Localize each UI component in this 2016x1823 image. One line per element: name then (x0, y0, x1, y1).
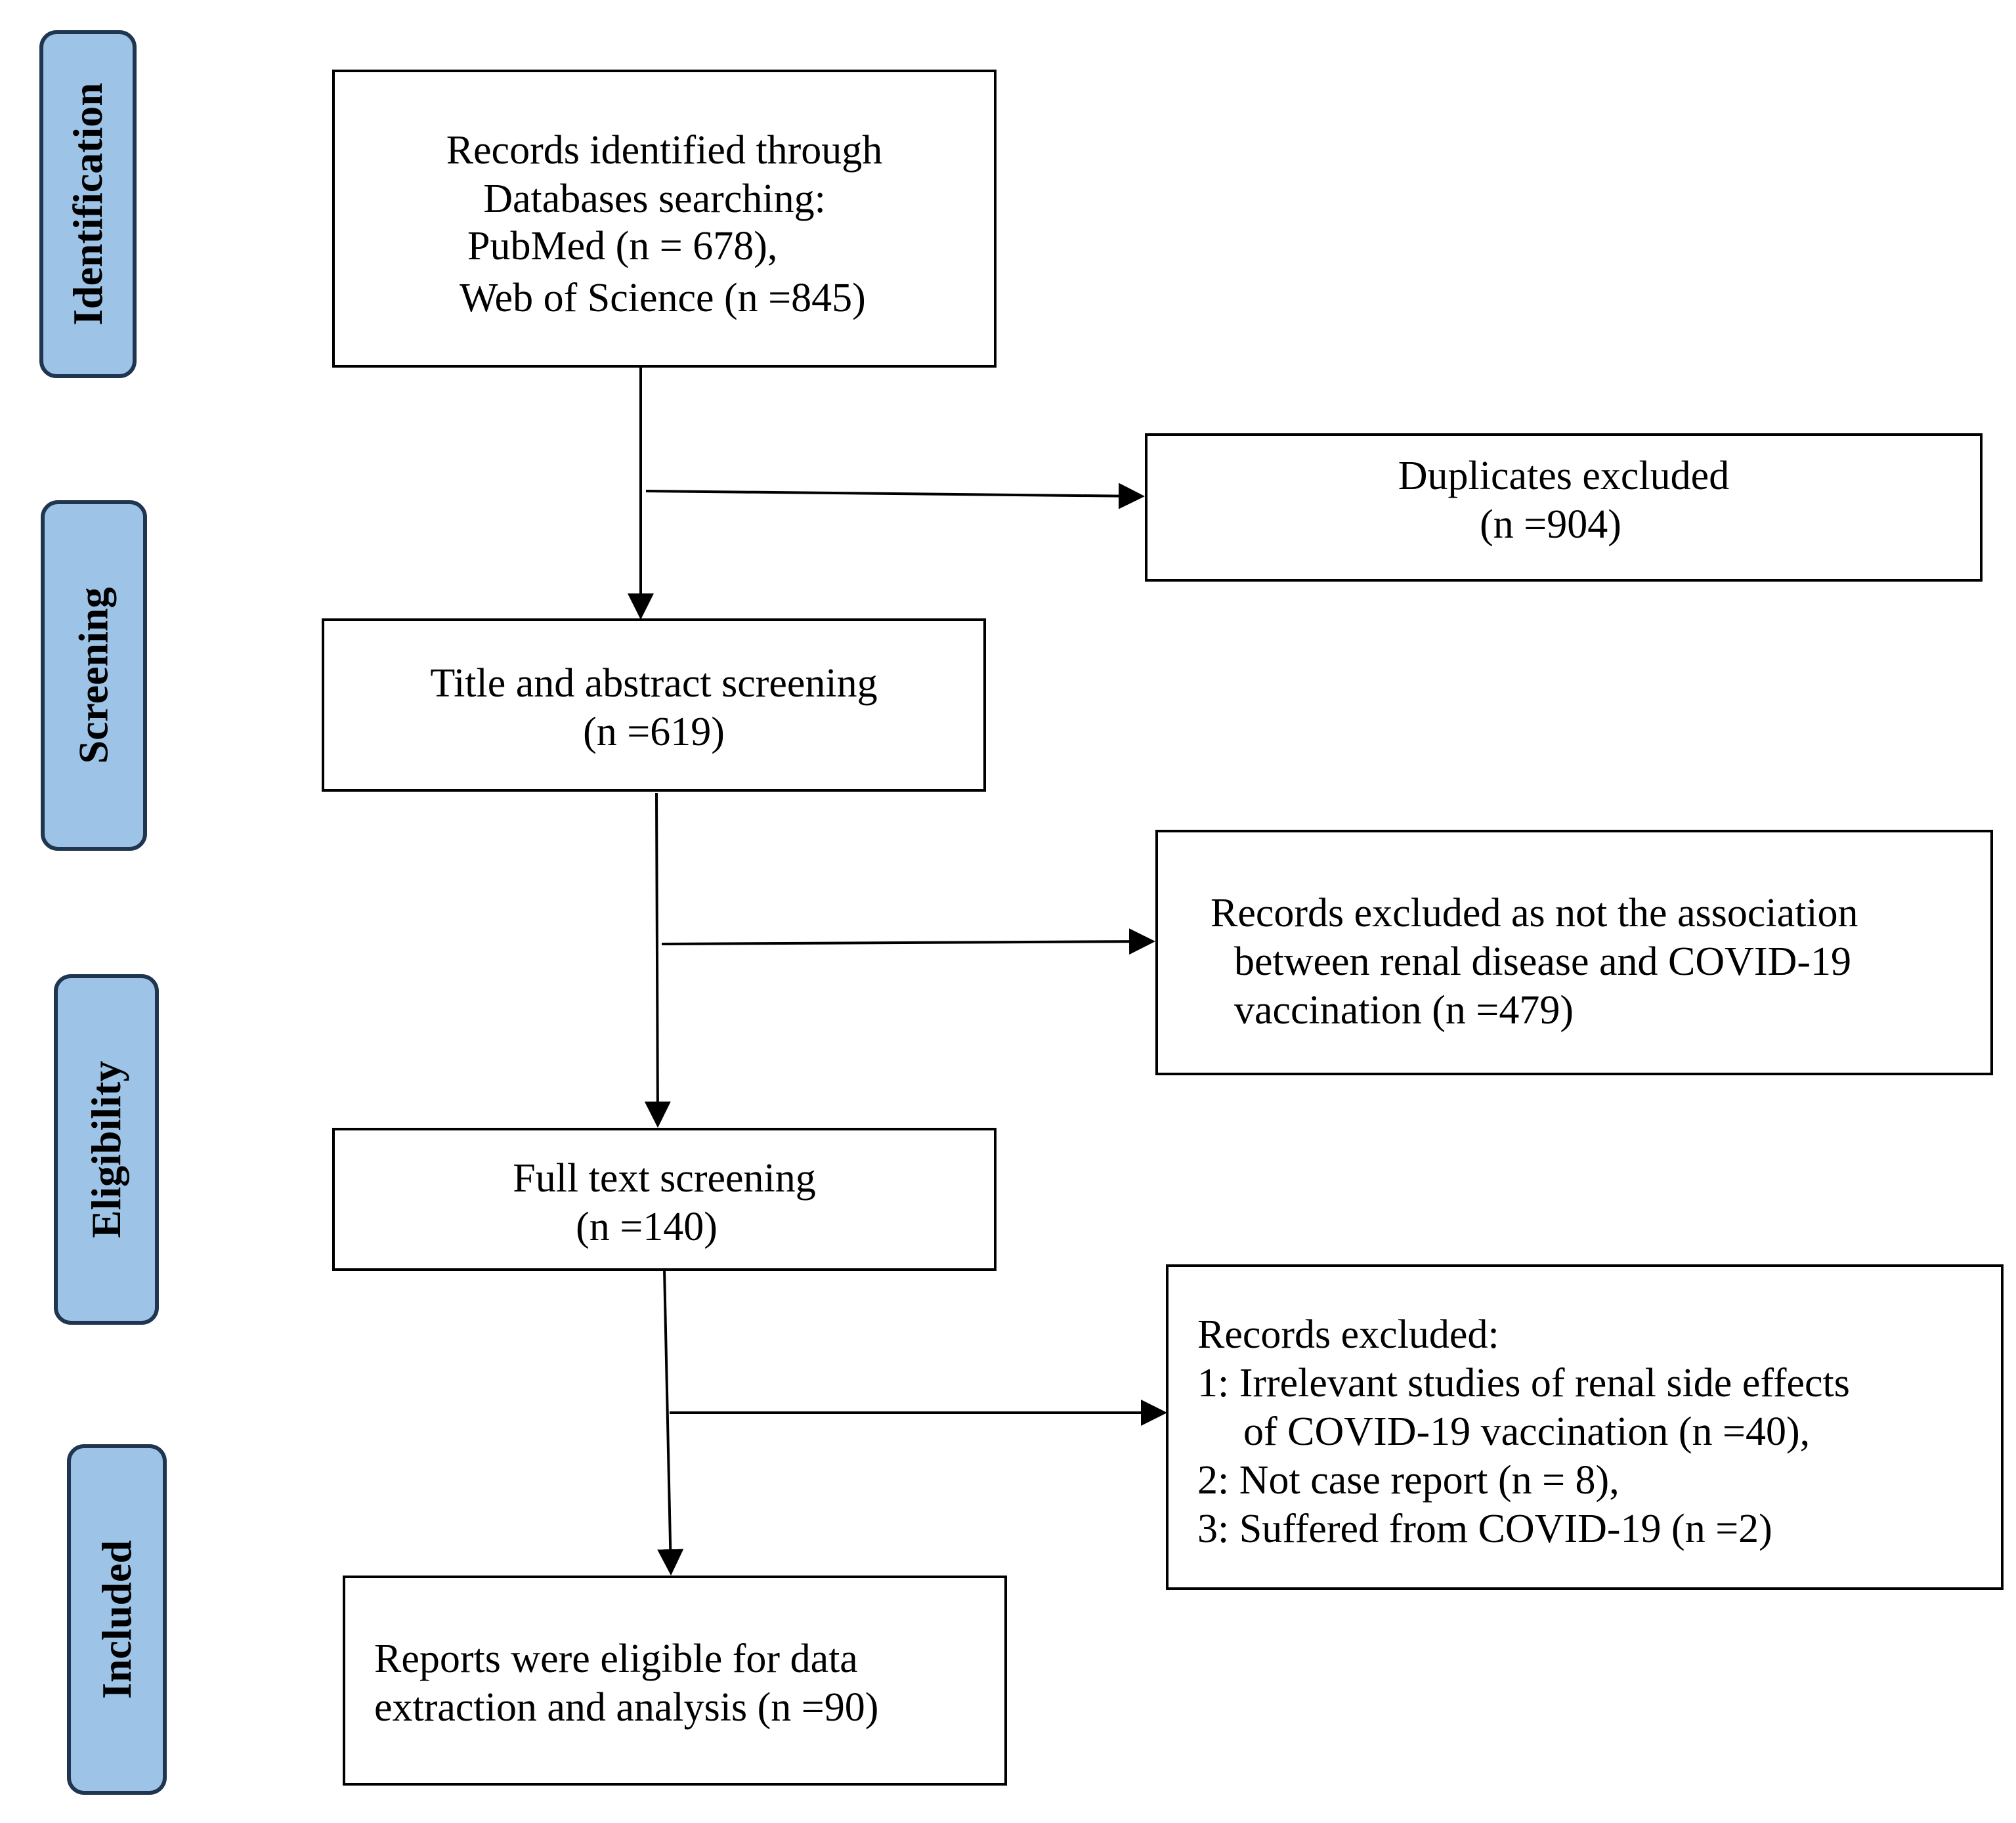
stage-eligibility: Eligibility (54, 974, 159, 1325)
reports-eligible-line-2: extraction and analysis (n =90) (374, 1685, 879, 1730)
box-title-abstract-screening: Title and abstract screening (n =619) (322, 618, 986, 792)
records-identified-line-2: Databases searching: (483, 177, 826, 221)
duplicates-excluded-line-2: (n =904) (1480, 502, 1621, 547)
records-identified-line-4: Web of Science (n =845) (460, 276, 866, 320)
arrow-title-to-fulltext (644, 792, 671, 1128)
box-full-text-screening: Full text screening (n =140) (332, 1128, 997, 1271)
title-abstract-line-1: Title and abstract screening (430, 661, 878, 706)
records-identified-line-1: Records identified through (446, 128, 883, 173)
reports-eligible-line-1: Reports were eligible for data (374, 1637, 858, 1681)
records-identified-line-3: PubMed (n = 678), (467, 224, 778, 268)
duplicates-excluded-line-1: Duplicates excluded (1398, 454, 1730, 498)
arrow-to-excluded-association (661, 928, 1155, 955)
full-text-line-2: (n =140) (576, 1205, 718, 1249)
arrow-to-duplicates (645, 483, 1145, 509)
arrow-fulltext-to-reports (657, 1269, 684, 1576)
stage-identification: Identification (39, 30, 137, 378)
excluded-reasons-line-1: Records excluded: (1197, 1312, 1499, 1357)
excluded-association-line-1: Records excluded as not the association (1211, 891, 1858, 935)
excluded-association-line-3: vaccination (n =479) (1234, 988, 1574, 1033)
full-text-line-1: Full text screening (513, 1156, 816, 1201)
title-abstract-line-2: (n =619) (583, 710, 725, 754)
box-duplicates-excluded: Duplicates excluded (n =904) (1145, 433, 1983, 582)
excluded-association-line-2: between renal disease and COVID-19 (1234, 939, 1851, 984)
excluded-reasons-line-4: 2: Not case report (n = 8), (1197, 1458, 1619, 1503)
box-reports-eligible: Reports were eligible for data extractio… (343, 1576, 1007, 1786)
box-records-identified: Records identified through Databases sea… (332, 70, 997, 368)
excluded-reasons-line-3: of COVID-19 vaccination (n =40), (1243, 1409, 1811, 1454)
excluded-reasons-line-2: 1: Irrelevant studies of renal side effe… (1197, 1361, 1850, 1405)
box-records-excluded-association: Records excluded as not the association … (1155, 830, 1993, 1075)
excluded-reasons-line-5: 3: Suffered from COVID-19 (n =2) (1197, 1507, 1772, 1551)
stage-screening: Screening (41, 500, 147, 851)
box-records-excluded-reasons: Records excluded: 1: Irrelevant studies … (1166, 1264, 2004, 1590)
stage-included: Included (67, 1444, 167, 1795)
